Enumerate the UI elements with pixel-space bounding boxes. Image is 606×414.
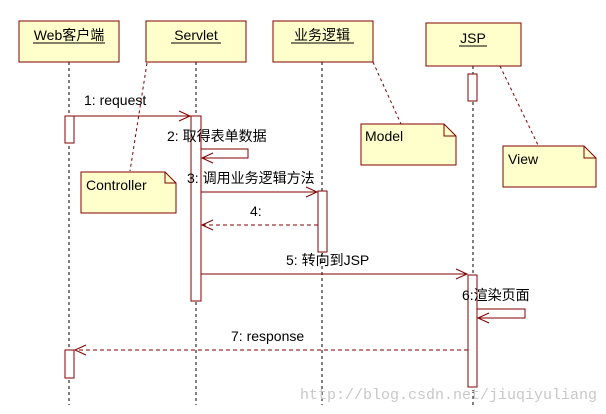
activation-servlet — [190, 115, 202, 302]
message-5: 5: 转向到JSP — [201, 252, 469, 280]
watermark: http://blog.csdn.net/jiuqiyuliang — [300, 387, 597, 404]
participant-jsp[interactable]: JSP — [425, 22, 522, 67]
activation-jsp — [467, 274, 478, 388]
participant-jsp-label: JSP — [460, 30, 486, 46]
note-view-connector — [499, 65, 539, 146]
activation-logic — [317, 190, 328, 253]
activation-client-1 — [64, 115, 75, 144]
message-1: 1: request — [74, 92, 192, 122]
note-controller[interactable]: Controller — [80, 171, 177, 214]
message-2-label: 2: 取得表单数据 — [167, 128, 267, 144]
participant-logic-label: 业务逻辑 — [294, 27, 350, 43]
participant-logic[interactable]: 业务逻辑 — [272, 20, 374, 63]
message-5-label: 5: 转向到JSP — [286, 252, 369, 268]
message-7-label: 7: response — [231, 328, 304, 344]
message-2: 2: 取得表单数据 — [167, 128, 267, 164]
participant-servlet-label: Servlet — [174, 27, 218, 43]
message-6: 6:渲染页面 — [462, 287, 530, 324]
note-view[interactable]: View — [502, 145, 597, 188]
participant-client[interactable]: Web客户端 — [18, 20, 120, 63]
message-3: 3: 调用业务逻辑方法 — [187, 170, 319, 198]
participant-client-label: Web客户端 — [34, 27, 105, 43]
message-7: 7: response — [73, 328, 468, 356]
participant-servlet[interactable]: Servlet — [145, 20, 247, 63]
note-controller-connector — [129, 62, 148, 172]
activation-client-2 — [64, 349, 75, 379]
message-4-label: 4: — [250, 203, 262, 219]
message-3-label: 3: 调用业务逻辑方法 — [187, 170, 315, 186]
activation-jsp-top — [467, 73, 478, 102]
message-1-label: 1: request — [84, 92, 146, 108]
note-model[interactable]: Model — [360, 123, 457, 166]
message-6-label: 6:渲染页面 — [462, 287, 530, 303]
note-model-connector — [372, 61, 402, 125]
note-controller-label: Controller — [86, 177, 147, 193]
message-4: 4: — [200, 203, 318, 231]
note-model-label: Model — [365, 128, 403, 144]
note-view-label: View — [508, 151, 539, 167]
